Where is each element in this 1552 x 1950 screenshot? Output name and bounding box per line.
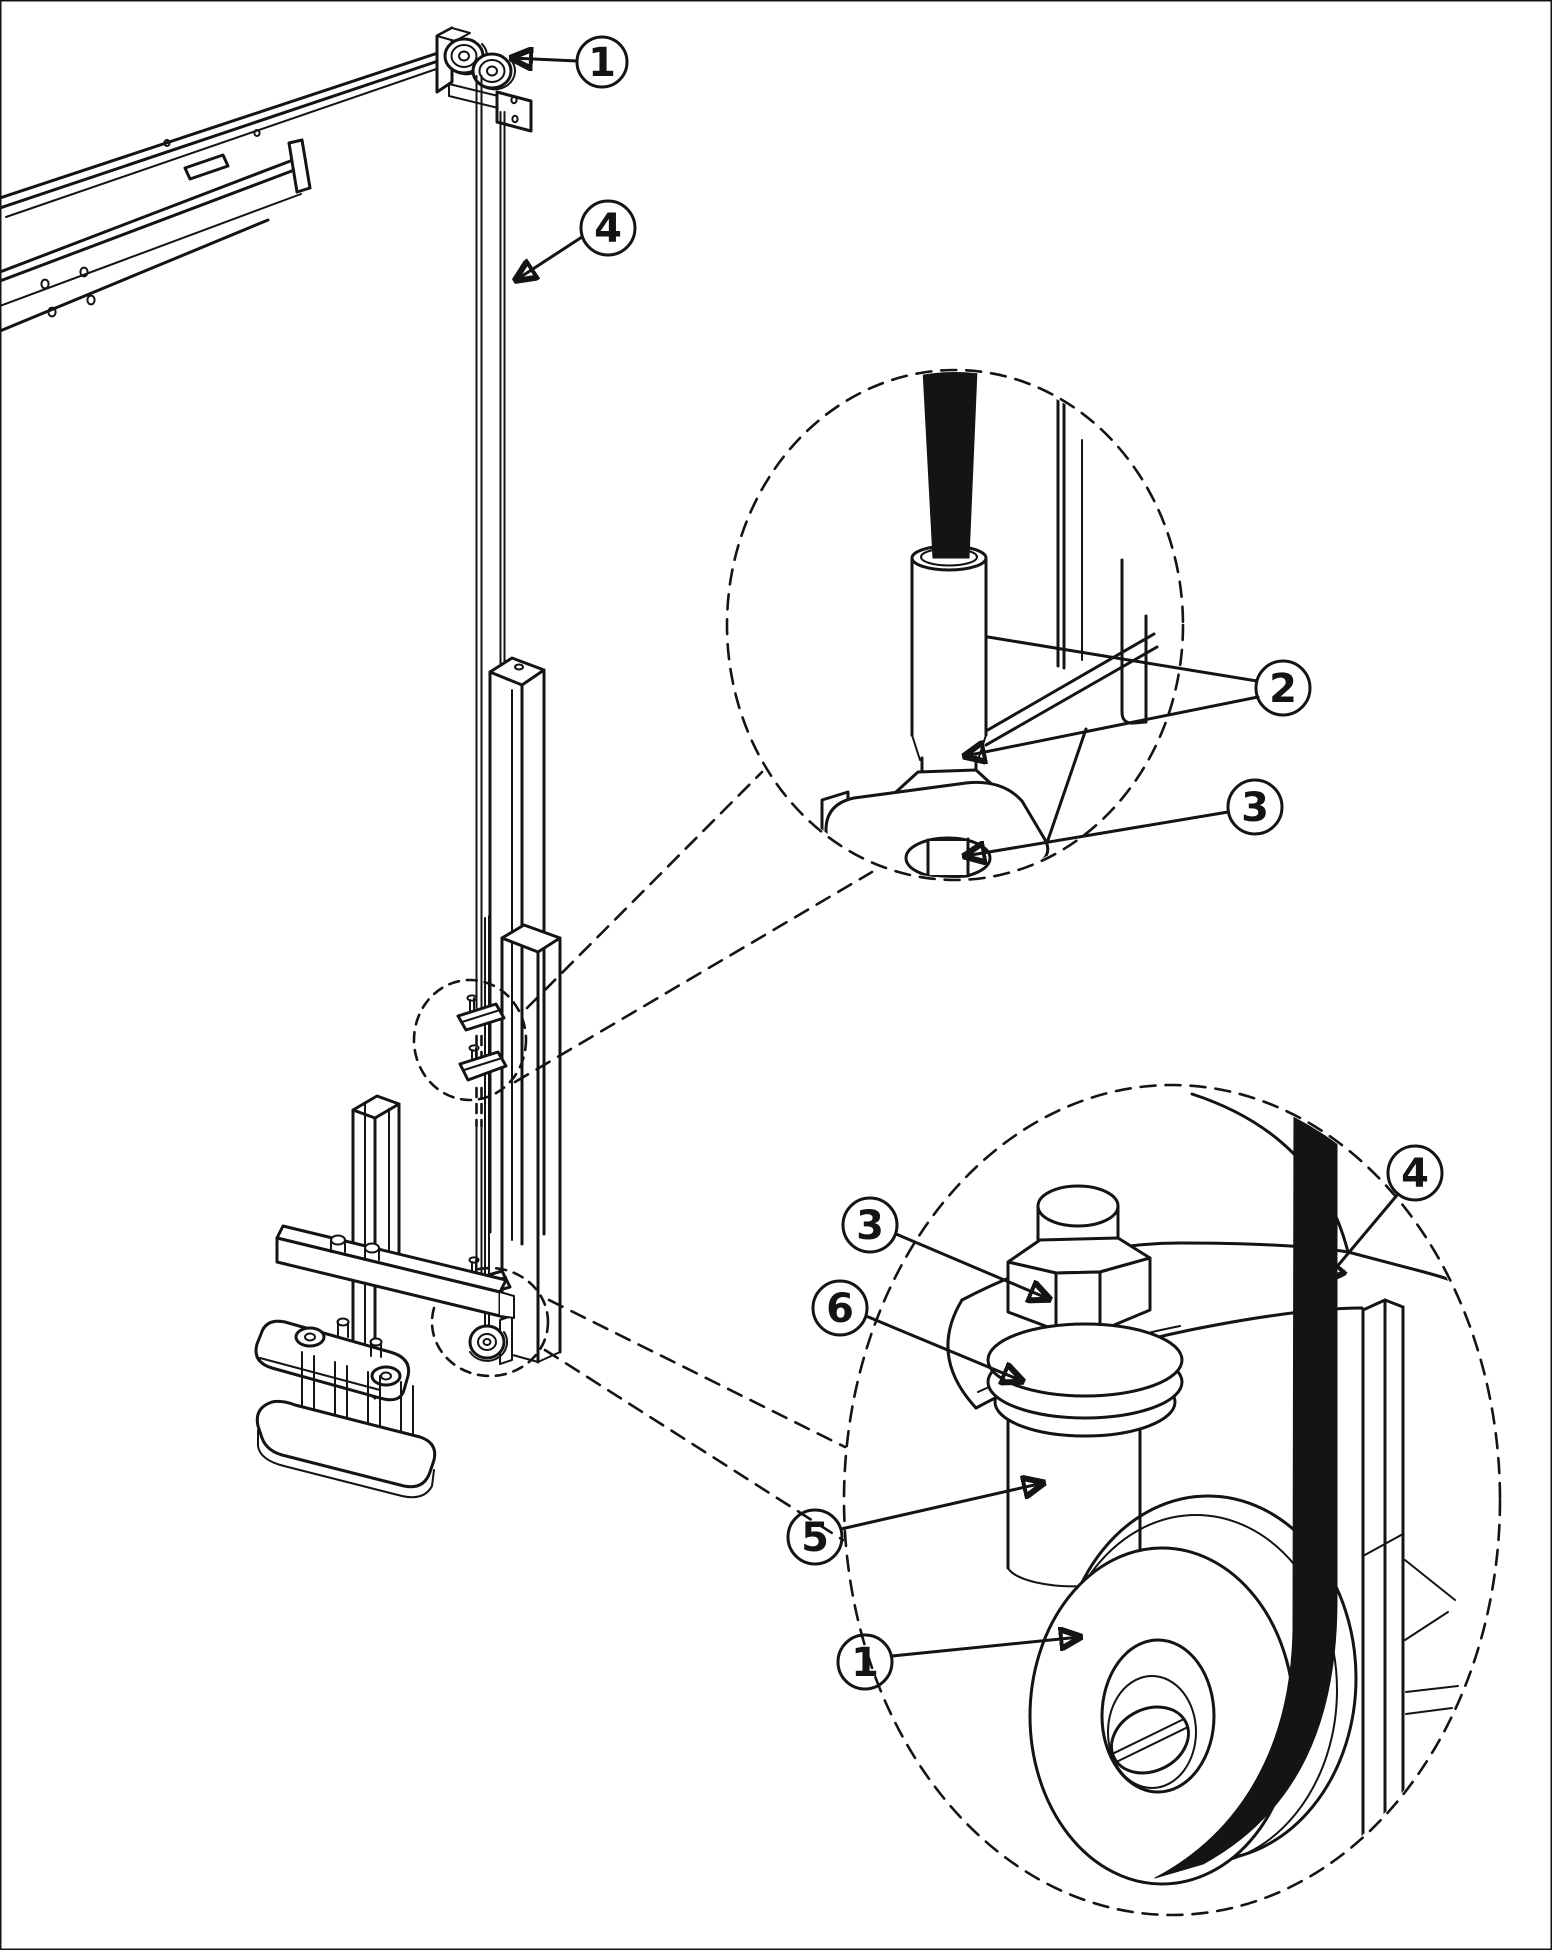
- carriage-assembly: [254, 1094, 515, 1499]
- callout-leader-line: [894, 1232, 1049, 1299]
- upper-detail-ellipse: [725, 368, 1185, 882]
- lower-detail-view: [842, 1083, 1502, 1917]
- lift-belt: [499, 111, 506, 669]
- callout-leader-line: [890, 1637, 1080, 1658]
- callout-balloon: [579, 199, 637, 257]
- callout-lower-6: 6: [811, 1279, 1022, 1381]
- callout-leader-line: [516, 235, 584, 280]
- main-view: [0, 26, 874, 1542]
- head-pulley-assembly: [435, 26, 533, 133]
- lift-rod: [475, 75, 483, 1284]
- callout-leader-line: [1325, 1192, 1400, 1281]
- callout-balloon: [1386, 1144, 1444, 1202]
- callout-upper-3: 3: [965, 778, 1284, 856]
- callout-leader-line: [965, 695, 1260, 756]
- callout-balloon: [1254, 659, 1312, 717]
- callout-lower-1: 1: [836, 1633, 1080, 1691]
- lower-jam-nut: [896, 903, 998, 1092]
- callout-main-4: 4: [516, 199, 637, 280]
- boom-arm: [0, 48, 449, 333]
- callout-upper-2: 2: [965, 635, 1312, 756]
- callout-label: 3: [856, 1203, 884, 1249]
- callout-label: 2: [1269, 666, 1297, 712]
- callout-balloon: [836, 1633, 894, 1691]
- mast-columns: [484, 656, 562, 1364]
- callout-balloon: [841, 1196, 899, 1254]
- cable-swage-tube: [910, 372, 988, 775]
- cable-clamp-assembly: [412, 978, 528, 1102]
- lower-detail-ellipse: [842, 1083, 1502, 1917]
- callout-label: 5: [801, 1515, 829, 1561]
- callout-balloon: [1226, 778, 1284, 836]
- callout-leader-line: [986, 635, 1259, 683]
- callout-leader-line: [512, 58, 579, 61]
- callout-leader-line: [864, 1314, 1022, 1381]
- callout-balloon: [575, 35, 629, 89]
- washer-1: [986, 1322, 1184, 1398]
- callout-label: 1: [851, 1640, 879, 1686]
- bottom-sheave: [1028, 1494, 1358, 1886]
- cable: [922, 372, 978, 559]
- upper-detail-background: [984, 398, 1159, 878]
- axle-bolt-head: [1110, 1705, 1190, 1775]
- rear-guide-plate: [1361, 1298, 1405, 1840]
- upper-detail-view: [725, 368, 1185, 1092]
- callout-balloon: [811, 1279, 869, 1337]
- callout-leader-line: [839, 1483, 1043, 1531]
- callout-lower-3: 3: [841, 1196, 1049, 1299]
- axle-bolt-stack: [986, 1184, 1184, 1438]
- anchor-plate: [824, 780, 1050, 878]
- callout-lower-4: 4: [1325, 1144, 1444, 1281]
- belt: [1154, 1099, 1338, 1879]
- callout-leader-line: [965, 810, 1230, 856]
- callout-label: 6: [826, 1286, 854, 1332]
- callout-balloon: [786, 1508, 844, 1566]
- callout-label: 3: [1241, 785, 1269, 831]
- callout-lower-5: 5: [786, 1483, 1043, 1566]
- callout-main-1: 1: [512, 35, 629, 89]
- callout-label: 4: [1401, 1151, 1429, 1197]
- detail-projection-lines: [513, 770, 874, 1542]
- callout-label: 4: [594, 206, 622, 252]
- callout-label: 1: [588, 40, 616, 86]
